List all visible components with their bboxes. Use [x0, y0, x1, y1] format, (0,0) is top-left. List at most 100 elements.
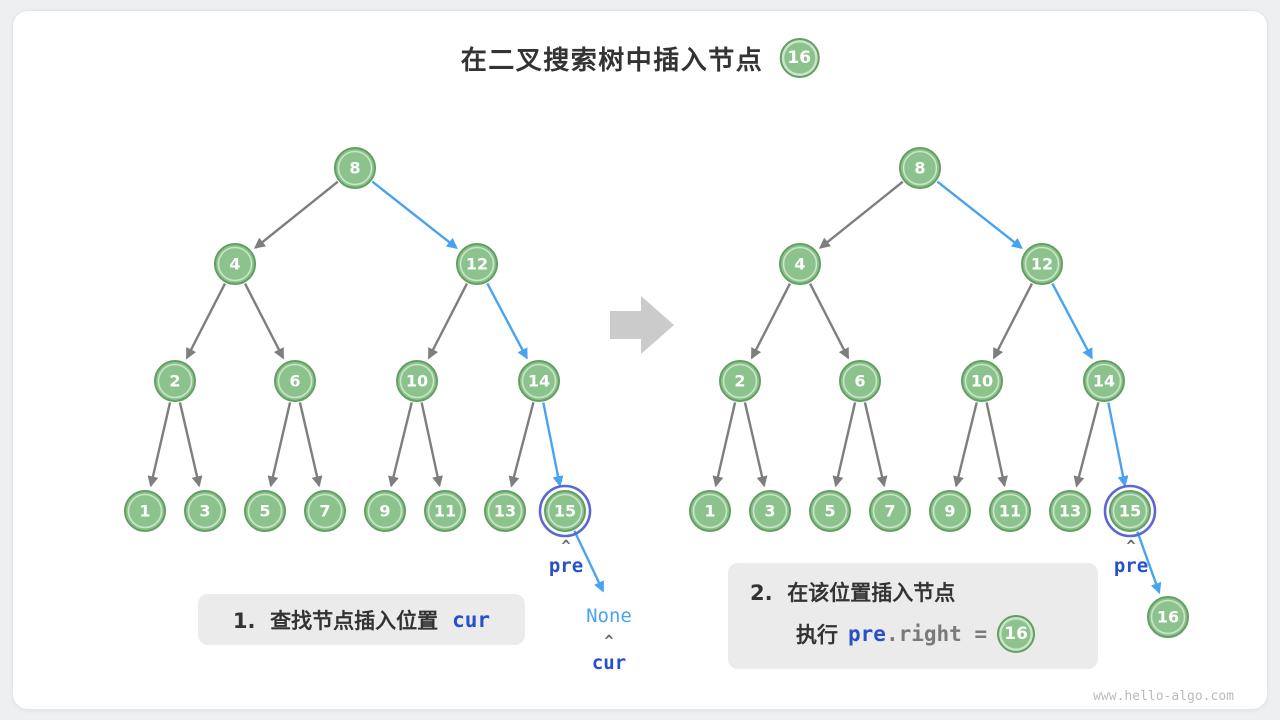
node-value: 14: [528, 372, 550, 391]
code-rest: .right =: [885, 622, 988, 646]
edge-12-10: [992, 283, 1034, 360]
caption-step2-line2: 执行 pre.right = 16: [796, 615, 1076, 653]
highlight-ring: [1103, 484, 1157, 538]
tree-node-left-15: 15: [538, 484, 592, 538]
tree-node-right-13: 13: [1049, 490, 1091, 532]
node-value: 6: [854, 372, 865, 391]
node-value: 7: [884, 502, 895, 521]
node-value: 11: [434, 502, 456, 521]
code-var-pre: pre: [848, 622, 886, 646]
node-value: 16: [787, 48, 812, 68]
transition-arrow-icon: [610, 296, 674, 354]
node-value: 16: [1157, 608, 1179, 627]
node-value: 10: [971, 372, 993, 391]
node-value: 1: [704, 502, 715, 521]
edge-8-4: [254, 180, 339, 249]
tree-node-right-4: 4: [779, 243, 821, 285]
edge-6-7: [298, 402, 323, 488]
caret-up-icon: ^: [1126, 537, 1136, 555]
edge-14-13: [508, 401, 535, 488]
tree-node-left-3: 3: [184, 490, 226, 532]
node-value: 2: [734, 372, 745, 391]
caption-step2-line1: 2. 在该位置插入节点: [750, 581, 956, 605]
node-value: 10: [406, 372, 428, 391]
node-value: 8: [914, 159, 925, 178]
node-value: 15: [1119, 502, 1141, 521]
tree-node-right-14: 14: [1083, 360, 1125, 402]
caption-step1: 1. 查找节点插入位置 cur: [198, 594, 525, 645]
edge-4-2: [750, 283, 792, 360]
edge-2-1: [147, 402, 172, 488]
node-value: 12: [466, 255, 488, 274]
edge-4-6: [808, 283, 850, 360]
watermark: www.hello-algo.com: [1093, 689, 1234, 704]
tree-node-right-7: 7: [869, 490, 911, 532]
node-value: 14: [1093, 372, 1115, 391]
edge-6-7: [863, 402, 888, 488]
cur-label: cur: [591, 652, 627, 674]
edge-8-12: [936, 180, 1023, 249]
edge-15-16: [1136, 531, 1162, 595]
edge-12-14: [1051, 282, 1093, 360]
tree-node-left-6: 6: [274, 360, 316, 402]
tree-node-left-4: 4: [214, 243, 256, 285]
tree-node-left-7: 7: [304, 490, 346, 532]
node-value: 13: [494, 502, 516, 521]
edge-4-6: [243, 283, 285, 360]
node-value: 5: [824, 502, 835, 521]
edge-2-1: [712, 402, 737, 488]
edge-6-5: [832, 402, 857, 488]
title-node-16: 16: [779, 38, 820, 78]
node-value: 16: [1004, 624, 1028, 644]
node-value: 13: [1059, 502, 1081, 521]
edge-2-3: [743, 402, 768, 488]
node-value: 1: [139, 502, 150, 521]
tree-node-right-2: 2: [719, 360, 761, 402]
edge-14-15: [1107, 402, 1129, 488]
caption-node-16: 16: [997, 615, 1036, 653]
node-value: 4: [794, 255, 805, 274]
tree-node-right-15: 15: [1103, 484, 1157, 538]
title-text: 在二叉搜索树中插入节点: [460, 45, 764, 76]
node-value: 8: [349, 159, 360, 178]
edge-4-2: [185, 283, 227, 360]
edge-12-14: [486, 282, 528, 360]
edge-8-4: [819, 180, 904, 249]
node-value: 9: [944, 502, 955, 521]
edge-10-9: [388, 402, 413, 488]
tree-node-left-1: 1: [124, 490, 166, 532]
caption-step1-text: 1. 查找节点插入位置: [232, 608, 439, 633]
tree-node-right-11: 11: [989, 490, 1031, 532]
tree-node-right-6: 6: [839, 360, 881, 402]
edge-10-9: [953, 402, 978, 488]
pre-label-right: pre: [1113, 555, 1149, 577]
node-value: 11: [999, 502, 1021, 521]
tree-node-right-9: 9: [929, 490, 971, 532]
caption-step2: 2. 在该位置插入节点 执行 pre.right = 16: [728, 563, 1098, 669]
node-value: 7: [319, 502, 330, 521]
tree-node-right-12: 12: [1021, 243, 1063, 285]
tree-node-right-10: 10: [961, 360, 1003, 402]
tree-node-left-10: 10: [396, 360, 438, 402]
tree-node-right-5: 5: [809, 490, 851, 532]
tree-node-left-8: 8: [334, 147, 376, 189]
edge-10-11: [420, 402, 443, 488]
node-value: 15: [554, 502, 576, 521]
tree-node-right-3: 3: [749, 490, 791, 532]
none-label: None: [586, 605, 632, 627]
node-value: 5: [259, 502, 270, 521]
node-value: 2: [169, 372, 180, 391]
tree-node-left-12: 12: [456, 243, 498, 285]
caret-up-icon: ^: [604, 632, 614, 650]
caption-step2-action: 执行: [796, 623, 838, 647]
caption-step2-code: pre.right =: [848, 622, 987, 646]
edge-15-none: [573, 530, 605, 593]
tree-node-left-5: 5: [244, 490, 286, 532]
edge-10-11: [985, 402, 1008, 488]
node-value: 3: [199, 502, 210, 521]
edge-8-12: [371, 180, 458, 249]
node-value: 12: [1031, 255, 1053, 274]
